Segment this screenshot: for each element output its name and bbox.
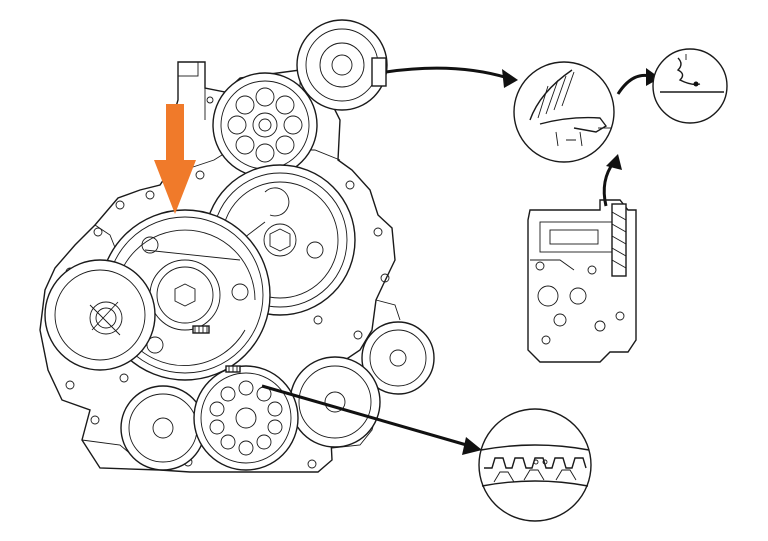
down-arrow-icon <box>154 104 196 214</box>
lower-left-gear <box>120 385 206 471</box>
callout-arrow-crank <box>261 384 471 448</box>
detail-gear-mark <box>513 61 615 163</box>
callout-arrows <box>261 66 660 455</box>
oil-pump-gear <box>289 356 381 448</box>
left-gear <box>44 259 156 371</box>
detail-tooth-mesh <box>478 408 592 522</box>
detail-tooth-closeup <box>652 48 728 124</box>
callout-arrow-detail <box>616 73 651 95</box>
upper-gear <box>212 72 318 178</box>
camshaft-section <box>527 199 637 363</box>
crank-gear <box>193 365 299 471</box>
right-pulley <box>361 321 435 395</box>
upper-pulley <box>296 19 388 111</box>
callout-arrow-upper <box>385 66 509 80</box>
